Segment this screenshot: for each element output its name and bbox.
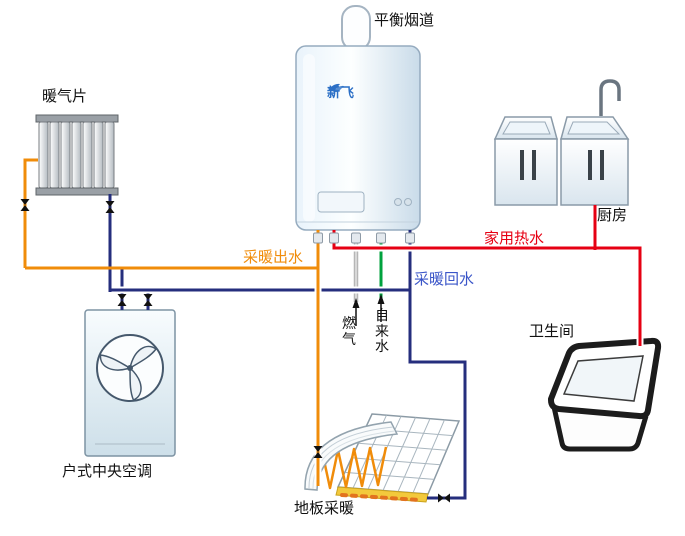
floor-return-pipe — [408, 230, 467, 500]
inlet-arrows — [352, 294, 385, 326]
pipe-fitting — [351, 232, 361, 244]
fan-blade — [99, 354, 132, 371]
kitchen-faucet — [599, 79, 621, 116]
boiler-brand: 新飞 — [327, 82, 355, 101]
valve-icon — [117, 294, 127, 306]
sink-basin — [502, 121, 551, 135]
valve-icon — [105, 201, 115, 213]
valve-icon — [438, 493, 450, 503]
flue-pipe — [341, 5, 371, 51]
pipe-fitting — [313, 232, 323, 244]
cabinet-handle — [600, 150, 604, 180]
pipe-fitting — [376, 232, 386, 244]
gas-label: 燃气 — [342, 316, 356, 348]
cabinet-handle — [520, 150, 524, 180]
central-ac-label: 户式中央空调 — [62, 462, 153, 480]
cabinet-handle — [532, 150, 536, 180]
heating-supply-riser — [23, 158, 38, 268]
valve-icon — [20, 199, 30, 211]
heating-return-label: 采暖回水 — [414, 270, 475, 288]
brand-logo-icon — [328, 83, 344, 92]
bathroom-label: 卫生间 — [529, 322, 575, 340]
bathtub — [548, 337, 662, 452]
up-arrow-icon — [352, 298, 360, 308]
radiator-label: 暖气片 — [42, 87, 88, 105]
boiler — [295, 45, 421, 231]
fan-blade — [129, 366, 142, 402]
boiler-highlight — [303, 54, 315, 222]
boiler-knob — [394, 198, 402, 206]
sink-basin — [567, 121, 621, 135]
heating-coil — [312, 446, 388, 490]
radiator-unit — [35, 114, 119, 196]
heating-supply-label: 采暖出水 — [243, 248, 304, 266]
boiler-ports — [313, 232, 415, 244]
cabinet-handle — [588, 150, 592, 180]
up-arrow-icon — [377, 294, 385, 304]
coil-cross-sections — [340, 493, 422, 502]
central-ac-unit — [84, 309, 176, 457]
flue-label: 平衡烟道 — [374, 11, 435, 29]
pipe-fitting — [329, 232, 339, 244]
hot-water-label: 家用热水 — [484, 229, 545, 247]
floor-heating-panel — [304, 413, 461, 503]
pipe-fitting — [405, 232, 415, 244]
fan-blade — [128, 345, 158, 370]
kitchen-unit — [493, 79, 630, 206]
kitchen-label: 厨房 — [597, 206, 628, 224]
valve-icon — [143, 294, 153, 306]
floor-heating-label: 地板采暖 — [294, 499, 355, 517]
boiler-knob — [404, 198, 412, 206]
boiler-control-panel — [317, 191, 365, 213]
tap-water-label: 自来水 — [375, 308, 389, 356]
